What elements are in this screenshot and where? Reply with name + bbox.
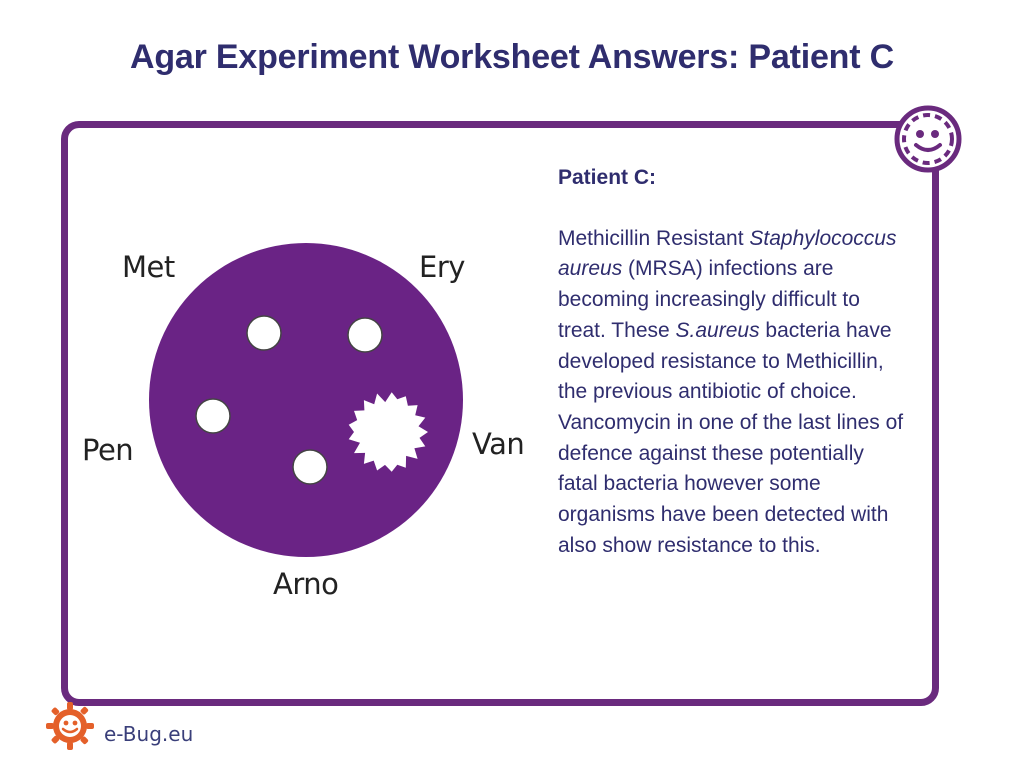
agar-plate	[149, 243, 463, 557]
paragraph-run: Methicillin Resistant	[558, 226, 750, 250]
text-panel: Patient C: Methicillin Resistant Staphyl…	[558, 163, 908, 561]
paragraph-run: Staphylococcus aureus	[558, 226, 897, 281]
paragraph-run: S.aureus	[675, 318, 760, 342]
label-met: Met	[122, 250, 175, 284]
paragraph-run: bacteria have developed resistance to Me…	[558, 318, 904, 557]
footer-brand: e-Bug.eu	[104, 722, 194, 746]
label-ery: Ery	[419, 250, 465, 284]
label-pen: Pen	[82, 433, 134, 467]
page-title: Agar Experiment Worksheet Answers: Patie…	[130, 38, 894, 76]
description-paragraph: Methicillin Resistant Staphylococcus aur…	[558, 224, 908, 562]
patient-heading: Patient C:	[558, 166, 657, 189]
label-van: Van	[472, 427, 525, 461]
arno-disc	[292, 449, 328, 485]
pen-disc	[195, 398, 231, 434]
ery-disc	[347, 317, 383, 353]
paragraph-run: (MRSA) infections are becoming increasin…	[558, 257, 860, 342]
met-disc	[246, 315, 282, 351]
ebug-mascot-icon	[894, 105, 962, 173]
label-arno: Arno	[273, 567, 339, 601]
ebug-logo-icon	[46, 702, 94, 750]
agar-plate-circle	[149, 243, 463, 557]
van-inhibition-zone	[348, 392, 428, 472]
